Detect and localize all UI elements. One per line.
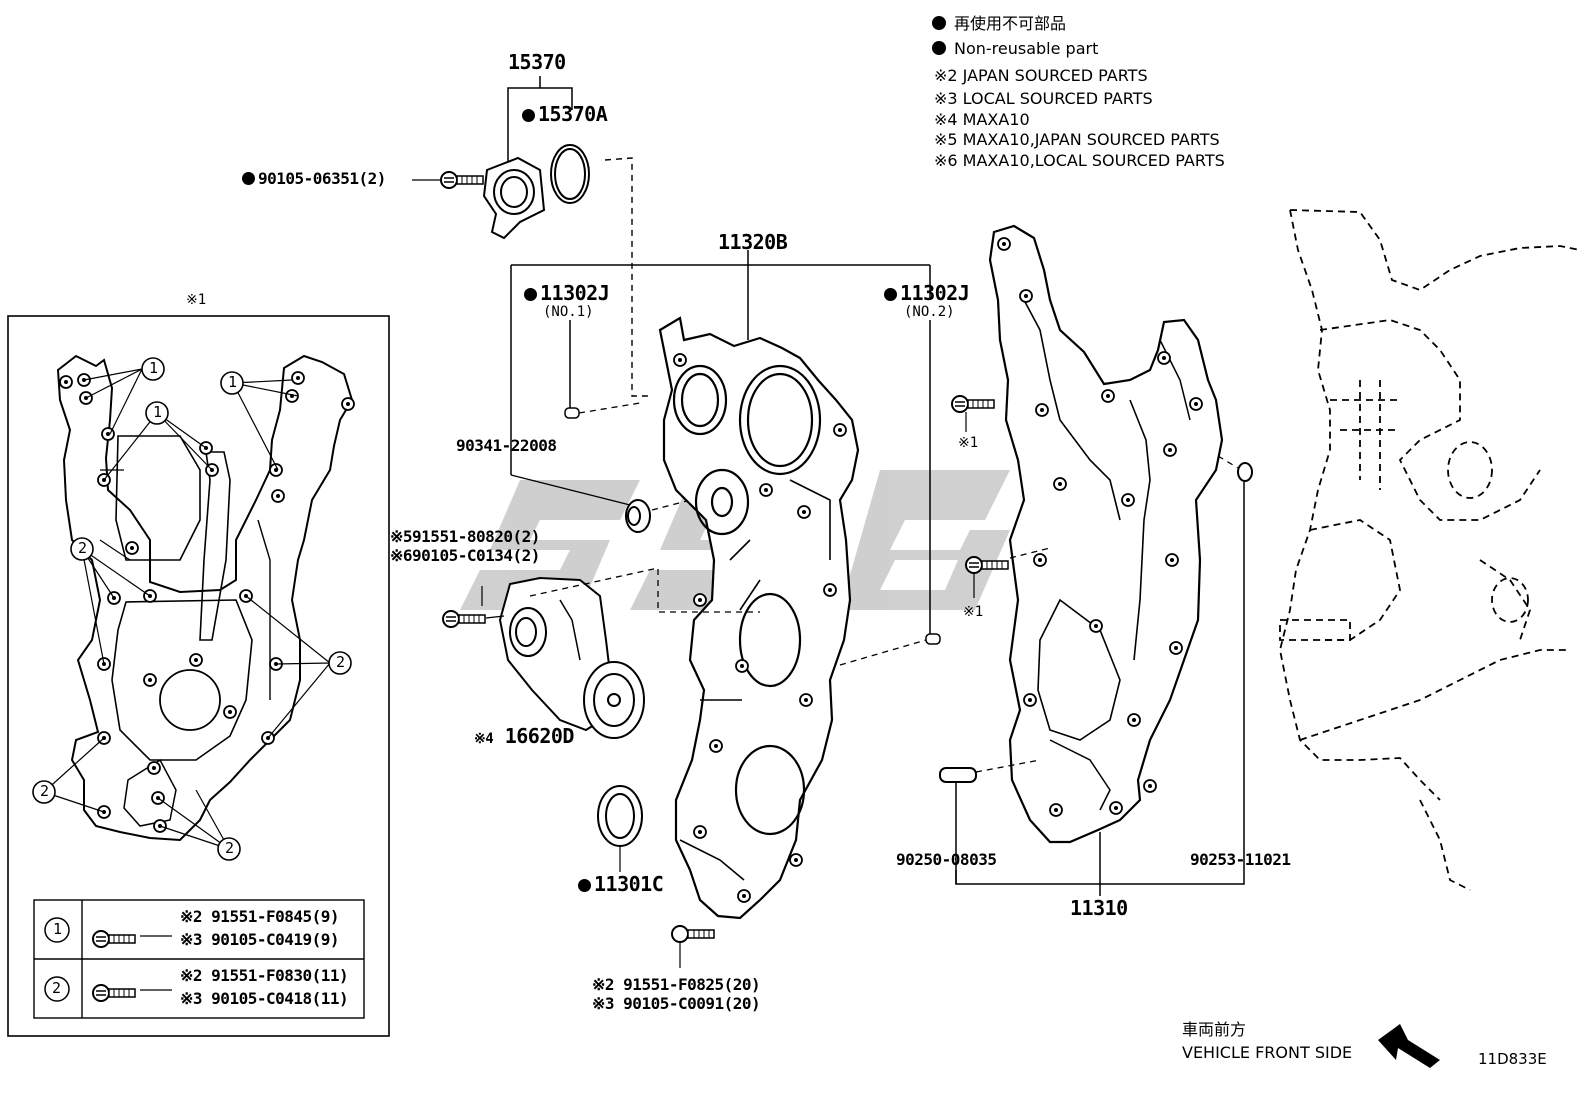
legend-nonreusable-jp: 再使用不可部品	[932, 16, 1066, 32]
label-mark1-lower: ※1	[963, 604, 984, 620]
legend-note-6: ※6 MAXA10,LOCAL SOURCED PARTS	[934, 151, 1225, 170]
inset-row2-num: 2	[52, 979, 62, 997]
o-ring-15370A	[550, 144, 590, 204]
inset-row1-line1[interactable]: ※2 91551-F0845(9)	[180, 907, 340, 926]
label-mark1-upper: ※1	[958, 435, 979, 451]
inset-callout-2b: 2	[336, 653, 346, 671]
label-90105-06351[interactable]: 90105-06351(2)	[242, 171, 386, 187]
pin-90250-08035	[939, 767, 977, 783]
label-11302J-no2[interactable]: 11302J	[884, 283, 970, 303]
front-direction-arrow-icon	[1378, 1024, 1440, 1068]
inset-callout-circles	[32, 357, 352, 861]
inset-row2-line2[interactable]: ※3 90105-C0418(11)	[180, 989, 349, 1008]
timing-cover-11320B	[658, 316, 860, 920]
inset-cover	[56, 354, 354, 842]
inset-row1-num: 1	[53, 920, 63, 938]
inset-callout-1a: 1	[149, 359, 159, 377]
legend-nonreusable-en: Non-reusable part	[932, 41, 1098, 57]
label-no1: (NO.1)	[543, 304, 594, 320]
plug-90341-22008	[625, 499, 651, 533]
engine-block	[1279, 209, 1581, 891]
label-no2: (NO.2)	[904, 304, 955, 320]
inset-holes	[59, 371, 355, 833]
label-11310[interactable]: 11310	[1070, 896, 1128, 920]
label-90250-08035[interactable]: 90250-08035	[896, 850, 997, 869]
label-90253-11021[interactable]: 90253-11021	[1190, 850, 1291, 869]
timing-case-11310	[988, 224, 1224, 844]
bolt-mark1-upper	[951, 395, 995, 413]
bolt-tensioner	[442, 610, 486, 628]
inset-callout-2a: 2	[78, 539, 88, 557]
label-16620D[interactable]: ※4 16620D	[474, 724, 574, 748]
label-91551-F0825[interactable]: ※2 91551-F0825(20)	[592, 975, 761, 994]
bolt-90105-06351	[440, 171, 484, 189]
inset-title: ※1	[186, 292, 207, 308]
label-11301C[interactable]: 11301C	[578, 874, 664, 894]
label-90341-22008[interactable]: 90341-22008	[456, 436, 557, 455]
front-side-jp: 車両前方	[1182, 1020, 1247, 1039]
label-91551-80820[interactable]: ※591551-80820(2)	[390, 527, 540, 546]
legend-note-2: ※2 JAPAN SOURCED PARTS	[934, 66, 1148, 85]
inset-row2-line1[interactable]: ※2 91551-F0830(11)	[180, 966, 349, 985]
label-90105-C0134[interactable]: ※690105-C0134(2)	[390, 546, 540, 565]
cover-15370	[482, 156, 546, 240]
pin-90253-11021	[1237, 462, 1253, 482]
inset-callout-2d: 2	[225, 839, 235, 857]
front-side-en: VEHICLE FRONT SIDE	[1182, 1043, 1353, 1062]
bolt-91551-F0825	[671, 925, 715, 943]
legend-note-3: ※3 LOCAL SOURCED PARTS	[934, 89, 1153, 108]
legend-note-4: ※4 MAXA10	[934, 110, 1030, 129]
label-15370[interactable]: 15370	[508, 50, 566, 74]
label-90105-C0091[interactable]: ※3 90105-C0091(20)	[592, 994, 761, 1013]
inset-callouts	[43, 368, 331, 850]
oil-seal-11301C	[597, 785, 643, 847]
inset-callout-1b: 1	[153, 403, 163, 421]
inset-frame	[7, 315, 390, 1037]
inset-callout-1c: 1	[228, 373, 238, 391]
illustration-code: 11D833E	[1478, 1050, 1547, 1068]
tensioner-16620D	[498, 576, 645, 739]
label-11320B[interactable]: 11320B	[718, 230, 788, 254]
label-11302J-no1[interactable]: 11302J	[524, 283, 610, 303]
legend-note-5: ※5 MAXA10,JAPAN SOURCED PARTS	[934, 130, 1220, 149]
bracket-15370	[507, 76, 573, 162]
label-15370A[interactable]: 15370A	[522, 104, 608, 124]
inset-callout-2c: 2	[40, 782, 50, 800]
bracket-11320B	[510, 250, 931, 634]
bracket-11310	[955, 482, 1245, 896]
inset-row1-line2[interactable]: ※3 90105-C0419(9)	[180, 930, 340, 949]
